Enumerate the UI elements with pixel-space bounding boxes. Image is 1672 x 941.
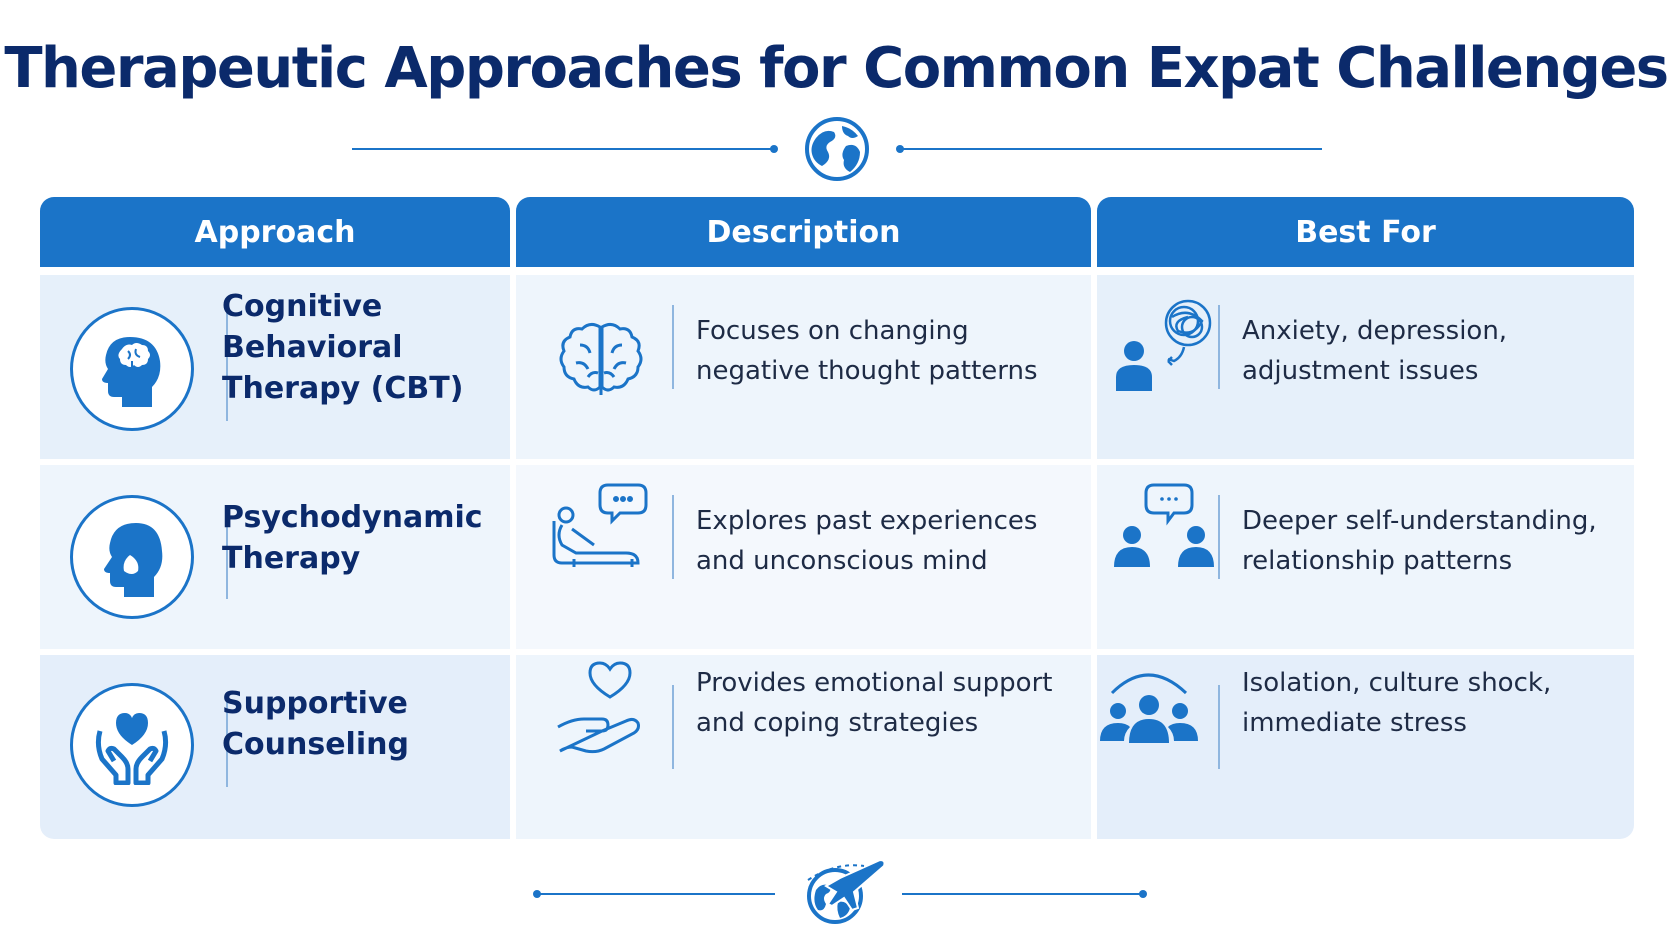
globe-icon <box>805 117 869 181</box>
header-description: Description <box>516 197 1091 267</box>
header-best-for: Best For <box>1097 197 1634 267</box>
hands-heart-icon <box>70 683 194 807</box>
row-2-best-for: Deeper self-understanding, relationship … <box>1242 506 1597 576</box>
top-divider <box>0 108 1672 188</box>
header-approach: Approach <box>40 197 510 267</box>
row-3-best-for-cell <box>1097 655 1634 839</box>
bottom-divider <box>0 852 1672 932</box>
row-3-approach-label: Supportive Counseling <box>222 686 409 762</box>
couch-speech-bubble-icon <box>552 479 652 579</box>
person-tangled-thoughts-icon <box>1112 299 1222 403</box>
row-1-best-for-cell <box>1097 275 1634 459</box>
row-1-description-cell <box>516 275 1091 459</box>
row-3-description-cell <box>516 655 1091 839</box>
brain-icon <box>558 319 644 403</box>
row-2-description-cell <box>516 465 1091 649</box>
hand-heart-icon <box>554 659 648 759</box>
row-3-description: Provides emotional support and coping st… <box>696 668 1053 738</box>
row-1-approach-label: Cognitive Behavioral Therapy (CBT) <box>222 289 464 406</box>
row-2-approach-label: Psychodynamic Therapy <box>222 500 483 576</box>
head-brain-icon <box>70 307 194 431</box>
row-3-best-for: Isolation, culture shock, immediate stre… <box>1242 668 1552 738</box>
page-title: Therapeutic Approaches for Common Expat … <box>4 36 1669 101</box>
head-profile-icon <box>70 495 194 619</box>
group-people-icon <box>1096 661 1202 755</box>
two-people-conversation-icon <box>1112 479 1222 579</box>
row-2-description: Explores past experiences and unconsciou… <box>696 506 1038 576</box>
row-1-description: Focuses on changing negative thought pat… <box>696 316 1038 386</box>
globe-airplane-icon <box>807 858 886 924</box>
row-1-best-for: Anxiety, depression, adjustment issues <box>1242 316 1508 386</box>
